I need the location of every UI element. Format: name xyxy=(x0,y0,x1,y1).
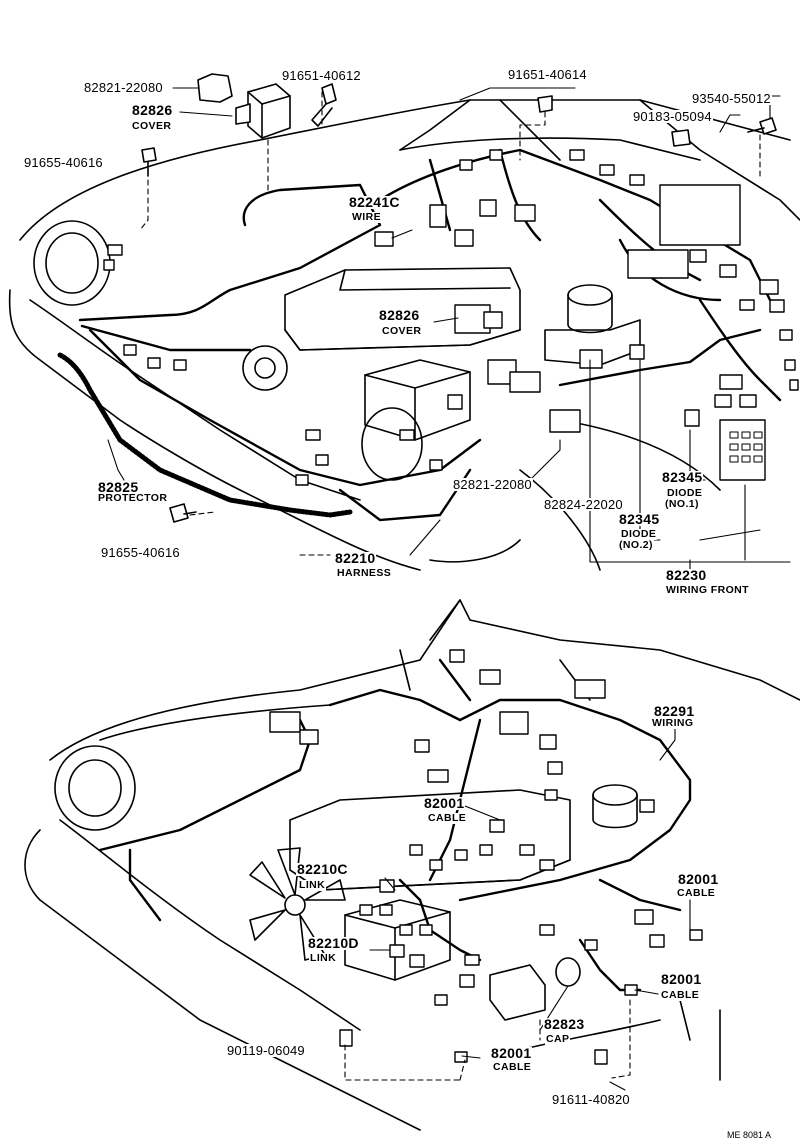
label-diode-no1: DIODE xyxy=(666,487,704,499)
label-82345-no2: 82345 xyxy=(618,511,661,527)
label-90119-06049: 90119-06049 xyxy=(226,1043,306,1058)
headlight-left-lower xyxy=(54,745,136,831)
label-82824-22020: 82824-22020 xyxy=(543,497,624,512)
label-82210c: 82210C xyxy=(296,861,349,877)
label-91651-40614: 91651-40614 xyxy=(507,67,588,82)
lower-connectors xyxy=(269,649,703,1065)
label-91655-40616-bottom: 91655-40616 xyxy=(100,545,181,560)
label-cover-top: COVER xyxy=(131,120,173,132)
upper-car-body xyxy=(8,99,800,571)
label-harness: HARNESS xyxy=(336,567,393,579)
label-link-d: LINK xyxy=(309,952,338,964)
label-82001-a: 82001 xyxy=(423,795,466,811)
diagram-code: ME 8081 A xyxy=(727,1130,772,1140)
label-82345-no1: 82345 xyxy=(661,469,704,485)
label-82821-22080-top: 82821-22080 xyxy=(83,80,164,95)
label-82001-c: 82001 xyxy=(660,971,703,987)
label-wire: WIRE xyxy=(351,211,383,223)
upper-engine xyxy=(242,267,641,441)
label-cable-b: CABLE xyxy=(676,887,717,899)
label-82210: 82210 xyxy=(334,550,377,566)
label-cable-c: CABLE xyxy=(660,989,701,1001)
label-82001-b: 82001 xyxy=(677,871,720,887)
top-left-parts xyxy=(141,73,777,523)
label-91655-40616-top: 91655-40616 xyxy=(23,155,104,170)
label-82823: 82823 xyxy=(543,1016,586,1032)
label-cover-mid: COVER xyxy=(381,325,423,337)
label-93540-55012: 93540-55012 xyxy=(691,91,772,106)
label-cable-a: CABLE xyxy=(427,812,468,824)
label-82826-mid: 82826 xyxy=(378,307,421,323)
protector-coil xyxy=(57,352,353,518)
label-diode-no2: DIODE xyxy=(620,528,658,540)
label-no1: (NO.1) xyxy=(664,498,700,510)
lower-car-body xyxy=(24,599,800,1131)
label-protector: PROTECTOR xyxy=(97,492,169,504)
label-cap: CAP xyxy=(545,1033,571,1045)
label-link-c: LINK xyxy=(298,879,327,891)
label-82241c: 82241C xyxy=(348,194,401,210)
upper-connectors xyxy=(103,149,799,486)
label-82826-top: 82826 xyxy=(131,102,174,118)
label-90183-05094: 90183-05094 xyxy=(632,109,713,124)
label-no2: (NO.2) xyxy=(618,539,654,551)
label-82821-22080-mid: 82821-22080 xyxy=(452,477,533,492)
label-82001-d: 82001 xyxy=(490,1045,533,1061)
label-82291: 82291 xyxy=(653,703,696,719)
label-82825: 82825 xyxy=(97,479,140,495)
label-82210d: 82210D xyxy=(307,935,360,951)
label-wiring-front: WIRING FRONT xyxy=(665,584,750,596)
label-91651-40612: 91651-40612 xyxy=(281,68,362,83)
label-wiring: WIRING xyxy=(651,717,695,729)
upper-leader-lines xyxy=(139,91,761,556)
headlight-right-upper xyxy=(361,407,423,481)
label-91611-40820: 91611-40820 xyxy=(551,1092,631,1107)
label-cable-d: CABLE xyxy=(492,1061,533,1073)
label-82230: 82230 xyxy=(665,567,708,583)
